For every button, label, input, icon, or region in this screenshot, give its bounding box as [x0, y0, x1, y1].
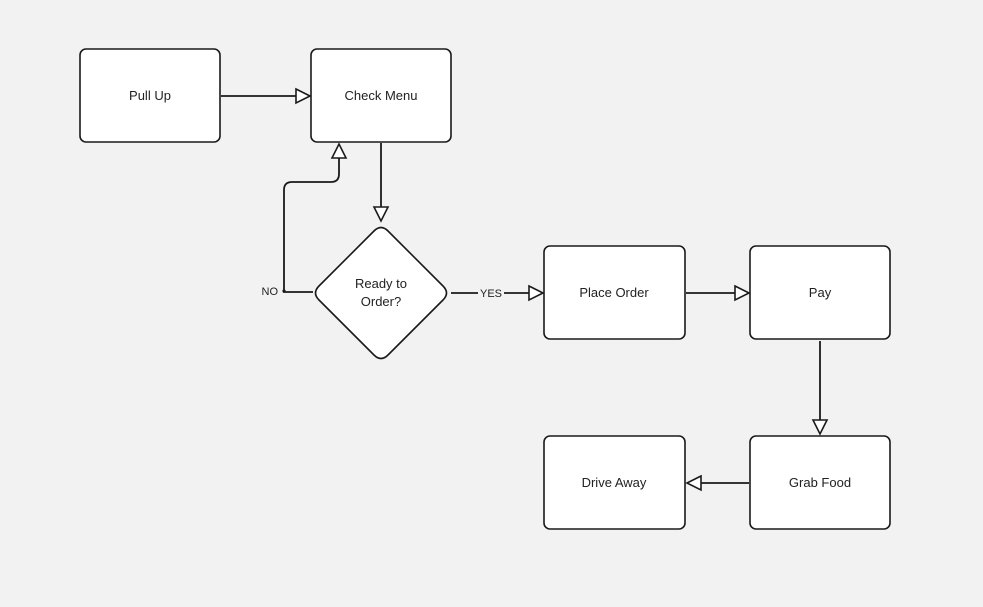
- node-grab-food-label: Grab Food: [789, 475, 851, 490]
- node-drive-away: Drive Away: [543, 435, 686, 530]
- node-check-menu-label: Check Menu: [345, 88, 418, 103]
- node-grab-food-box: [749, 435, 891, 530]
- node-place-order-box: [543, 245, 686, 340]
- arrowhead-checkmenu-left: [295, 87, 312, 105]
- arrowhead-grabfood-top: [811, 419, 829, 436]
- arrowhead-placeorder-left: [528, 284, 545, 302]
- edge-label-no: NO: [262, 286, 279, 298]
- node-grab-food: Grab Food: [749, 435, 891, 530]
- node-check-menu: Check Menu: [310, 48, 452, 143]
- node-place-order: Place Order: [543, 245, 686, 340]
- node-drive-away-label: Drive Away: [582, 475, 647, 490]
- arrowhead-pay-left: [734, 284, 751, 302]
- node-pull-up: Pull Up: [79, 48, 221, 143]
- node-drive-away-box: [543, 435, 686, 530]
- node-pay-label: Pay: [809, 285, 832, 300]
- edges: [221, 87, 829, 492]
- node-check-menu-box: [310, 48, 452, 143]
- node-ready-to-order-label-line1: Ready to: [355, 276, 407, 291]
- edge-decision-no-to-checkmenu: [283, 158, 340, 293]
- node-pull-up-label: Pull Up: [129, 88, 171, 103]
- node-ready-to-order-diamond: [314, 226, 448, 360]
- node-pay: Pay: [749, 245, 891, 340]
- node-ready-to-order: Ready to Order?: [314, 226, 448, 360]
- arrowhead-driveaway-right: [685, 474, 702, 492]
- node-pull-up-box: [79, 48, 221, 143]
- edge-label-yes: YES: [480, 288, 502, 300]
- arrowhead-checkmenu-bottom: [330, 142, 348, 159]
- no-junction-dot: [282, 289, 286, 293]
- arrowhead-decision-top: [372, 206, 390, 223]
- node-pay-box: [749, 245, 891, 340]
- node-place-order-label: Place Order: [579, 285, 649, 300]
- node-ready-to-order-label-line2: Order?: [361, 294, 401, 309]
